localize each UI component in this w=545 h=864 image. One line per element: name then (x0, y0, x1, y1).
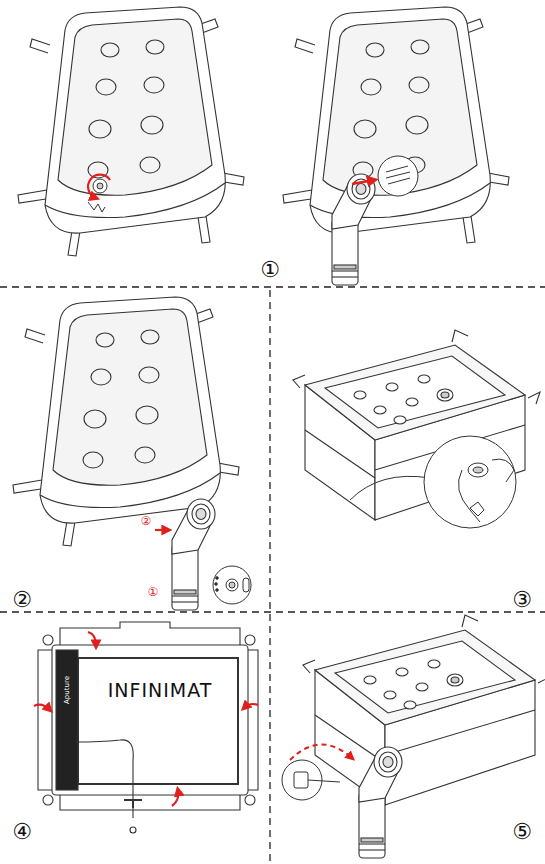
step-number: ② (12, 589, 32, 611)
fold-arrow (34, 632, 258, 806)
twist-arrow (88, 175, 110, 198)
product-name: INFINIMAT (108, 681, 213, 700)
valve-cord (350, 476, 430, 500)
insert-arrow (352, 180, 374, 184)
valve-zoom (424, 436, 516, 528)
air-pump (359, 747, 402, 858)
connect-arrow (290, 744, 352, 760)
button-zoom (213, 566, 251, 604)
seat-cushion (283, 7, 509, 256)
air-pump (332, 174, 375, 285)
step-number: ④ (12, 821, 32, 843)
step-number: ① (260, 259, 280, 281)
folded-mat (38, 622, 258, 833)
press-arrow (155, 529, 168, 531)
callout-number: ① (148, 586, 159, 598)
step-number: ③ (512, 589, 532, 611)
air-pump (172, 499, 215, 610)
step-number: ⑤ (512, 821, 532, 843)
callout-number: ② (141, 515, 152, 527)
inflated-mat (303, 615, 545, 805)
valve-zoom (378, 156, 418, 196)
valve-zoom (282, 760, 340, 800)
brand-text: Aputure (64, 676, 71, 704)
seat-cushion (18, 7, 244, 256)
